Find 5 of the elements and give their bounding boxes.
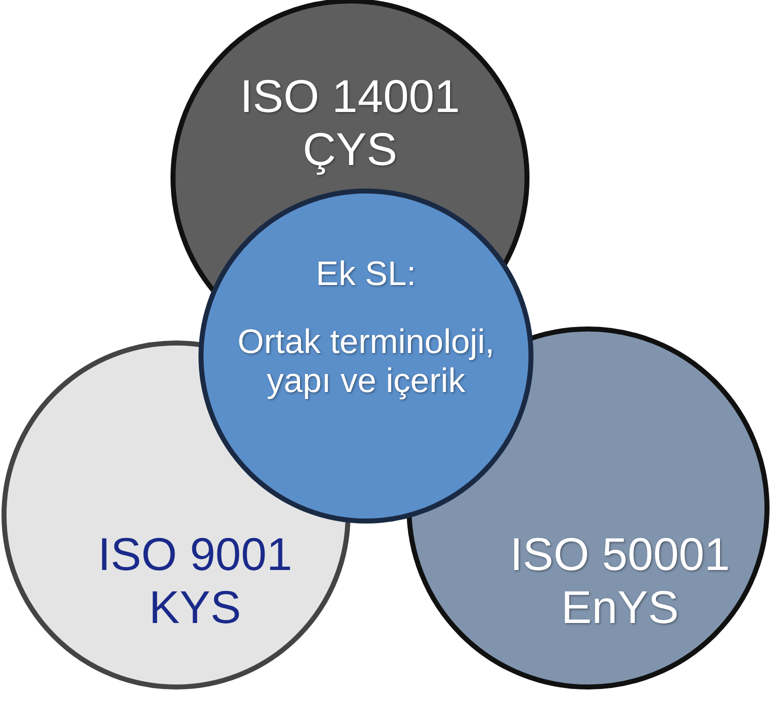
circle-label: ISO 9001 KYS — [96, 528, 294, 634]
circle-label: ISO 50001 EnYS — [509, 528, 731, 634]
circle-heading: Ek SL: — [314, 255, 418, 294]
circle-label: ISO 14001 ÇYS — [239, 70, 461, 176]
circle-label: Ortak terminoloji, yapı ve içerik — [236, 323, 496, 402]
